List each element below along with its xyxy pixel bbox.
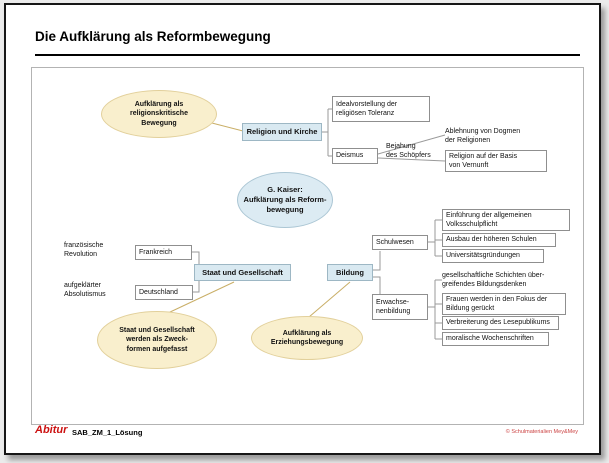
node-frauen-fokus: Frauen werden in den Fokus der Bildung g… xyxy=(442,293,566,315)
node-schulwesen: Schulwesen xyxy=(372,235,428,250)
center-topic-g-kaiser: G. Kaiser: Aufklärung als Reform- bewegu… xyxy=(237,172,333,228)
title-rule xyxy=(35,54,580,56)
callout-erziehungsbewegung: Aufklärung als Erziehungsbewegung xyxy=(251,316,363,360)
worksheet-page: Die Aufklärung als Reformbewegung xyxy=(4,3,601,455)
node-volksschulpflicht: Einführung der allgemeinen Volksschulpfl… xyxy=(442,209,570,231)
copyright-text: © Schulmaterialien Mey&Mey xyxy=(505,429,578,435)
worksheet-code: SAB_ZM_1_Lösung xyxy=(72,428,143,437)
node-religion-vernunft: Religion auf der Basis von Vernunft xyxy=(445,150,547,172)
node-wochenschriften: moralische Wochenschriften xyxy=(442,332,549,346)
node-frankreich: Frankreich xyxy=(135,245,192,260)
abitur-logo: Abitur xyxy=(35,424,68,436)
callout-zweckformen: Staat und Gesellschaft werden als Zweck-… xyxy=(97,311,217,369)
label-franzoesische-revolution: französische Revolution xyxy=(64,241,104,258)
node-deutschland: Deutschland xyxy=(135,285,193,300)
node-deismus: Deismus xyxy=(332,148,378,164)
node-schichten-bildungsdenken: gesellschaftliche Schichten über- greife… xyxy=(442,271,545,288)
label-aufgeklaerter-absolutismus: aufgeklärter Absolutismus xyxy=(64,281,106,298)
page-title: Die Aufklärung als Reformbewegung xyxy=(35,29,271,44)
topic-bildung: Bildung xyxy=(327,264,373,281)
node-universitaetsgruendungen: Universitätsgründungen xyxy=(442,249,544,263)
topic-staat-und-gesellschaft: Staat und Gesellschaft xyxy=(194,264,291,281)
node-lesepublikum: Verbreiterung des Lesepublikums xyxy=(442,316,559,330)
diagram-frame xyxy=(31,67,584,425)
node-hoehere-schulen: Ausbau der höheren Schulen xyxy=(442,233,556,247)
node-ideal-toleranz: Idealvorstellung der religiösen Toleranz xyxy=(332,96,430,122)
node-erwachsenenbildung: Erwachse- nenbildung xyxy=(372,294,428,320)
label-bejahung-des-schoepfers: Bejahung des Schöpfers xyxy=(386,142,431,159)
node-ablehnung-dogmen: Ablehnung von Dogmen der Religionen xyxy=(445,127,521,144)
topic-religion-und-kirche: Religion und Kirche xyxy=(242,123,322,141)
callout-religionskritische-bewegung: Aufklärung als religionskritische Bewegu… xyxy=(101,90,217,138)
